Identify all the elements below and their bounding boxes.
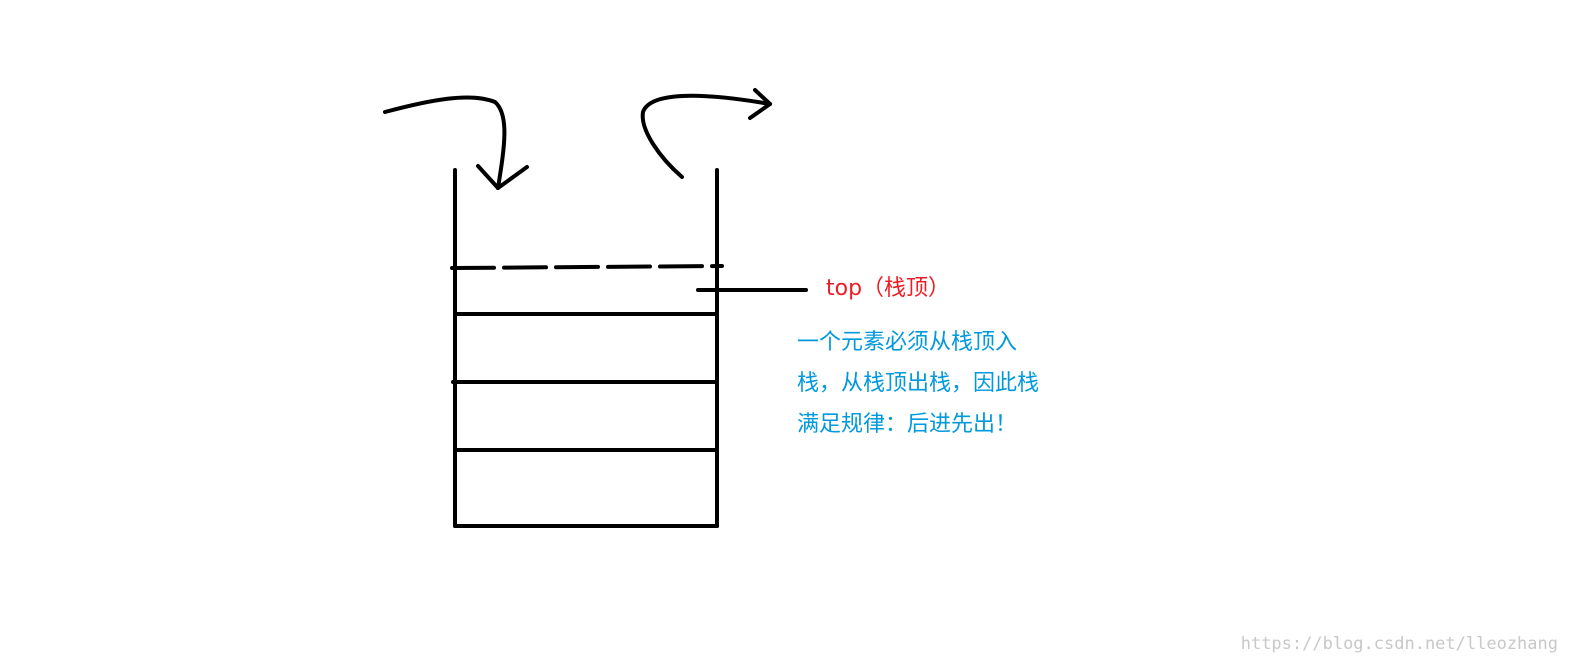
stack-top-dashed-line bbox=[450, 264, 724, 270]
top-label: top（栈顶） bbox=[826, 276, 951, 301]
watermark: https://blog.csdn.net/lleozhang bbox=[1240, 634, 1558, 654]
curved-arrow-up-icon bbox=[640, 88, 772, 179]
stack-description: 一个元素必须从栈顶入栈，从栈顶出栈，因此栈满足规律：后进先出！ bbox=[797, 330, 1040, 437]
curved-arrow-down-icon bbox=[383, 95, 529, 190]
